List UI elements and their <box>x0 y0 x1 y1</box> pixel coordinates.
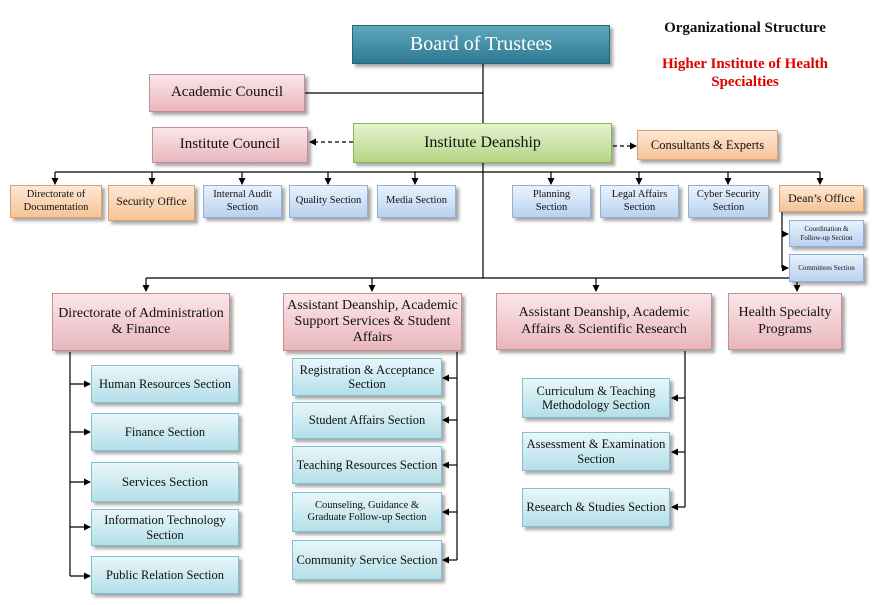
legal-affairs-section-box: Legal Affairs Section <box>600 185 679 218</box>
assessment-examination-section-box: Assessment & Examination Section <box>522 432 670 471</box>
planning-section-box: Planning Section <box>512 185 591 218</box>
cyber-security-section-box: Cyber Security Section <box>688 185 769 218</box>
security-office-box: Security Office <box>108 185 195 221</box>
community-service-section-box: Community Service Section <box>292 540 442 580</box>
institute-council-box: Institute Council <box>152 127 308 163</box>
services-section-box: Services Section <box>91 462 239 502</box>
research-studies-section-box: Research & Studies Section <box>522 488 670 527</box>
committees-section-box: Committees Section <box>789 254 864 282</box>
coordination-followup-section-box: Coordination & Follow-up Section <box>789 220 864 247</box>
teaching-resources-section-box: Teaching Resources Section <box>292 446 442 484</box>
public-relation-section-box: Public Relation Section <box>91 556 239 594</box>
quality-section-box: Quality Section <box>289 185 368 218</box>
deans-office-box: Dean’s Office <box>779 185 864 212</box>
media-section-box: Media Section <box>377 185 456 218</box>
directorate-documentation-box: Directorate of Documentation <box>10 185 102 218</box>
academic-council-box: Academic Council <box>149 74 305 112</box>
admin-finance-directorate-box: Directorate of Administration & Finance <box>52 293 230 351</box>
health-specialty-programs-box: Health Specialty Programs <box>728 293 842 350</box>
chart-subtitle: Higher Institute of Health Specialties <box>662 56 828 90</box>
academic-support-deanship-box: Assistant Deanship, Academic Support Ser… <box>283 293 462 351</box>
board-of-trustees-box: Board of Trustees <box>352 25 610 64</box>
registration-acceptance-section-box: Registration & Acceptance Section <box>292 358 442 396</box>
information-technology-section-box: Information Technology Section <box>91 509 239 546</box>
chart-title: Organizational Structure <box>664 20 826 36</box>
institute-deanship-box: Institute Deanship <box>353 123 612 163</box>
human-resources-section-box: Human Resources Section <box>91 365 239 403</box>
internal-audit-section-box: Internal Audit Section <box>203 185 282 218</box>
consultants-experts-box: Consultants & Experts <box>637 130 778 160</box>
counseling-guidance-section-box: Counseling, Guidance & Graduate Follow-u… <box>292 492 442 532</box>
finance-section-box: Finance Section <box>91 413 239 451</box>
academic-affairs-deanship-box: Assistant Deanship, Academic Affairs & S… <box>496 293 712 350</box>
student-affairs-section-box: Student Affairs Section <box>292 402 442 439</box>
curriculum-teaching-section-box: Curriculum & Teaching Methodology Sectio… <box>522 378 670 418</box>
